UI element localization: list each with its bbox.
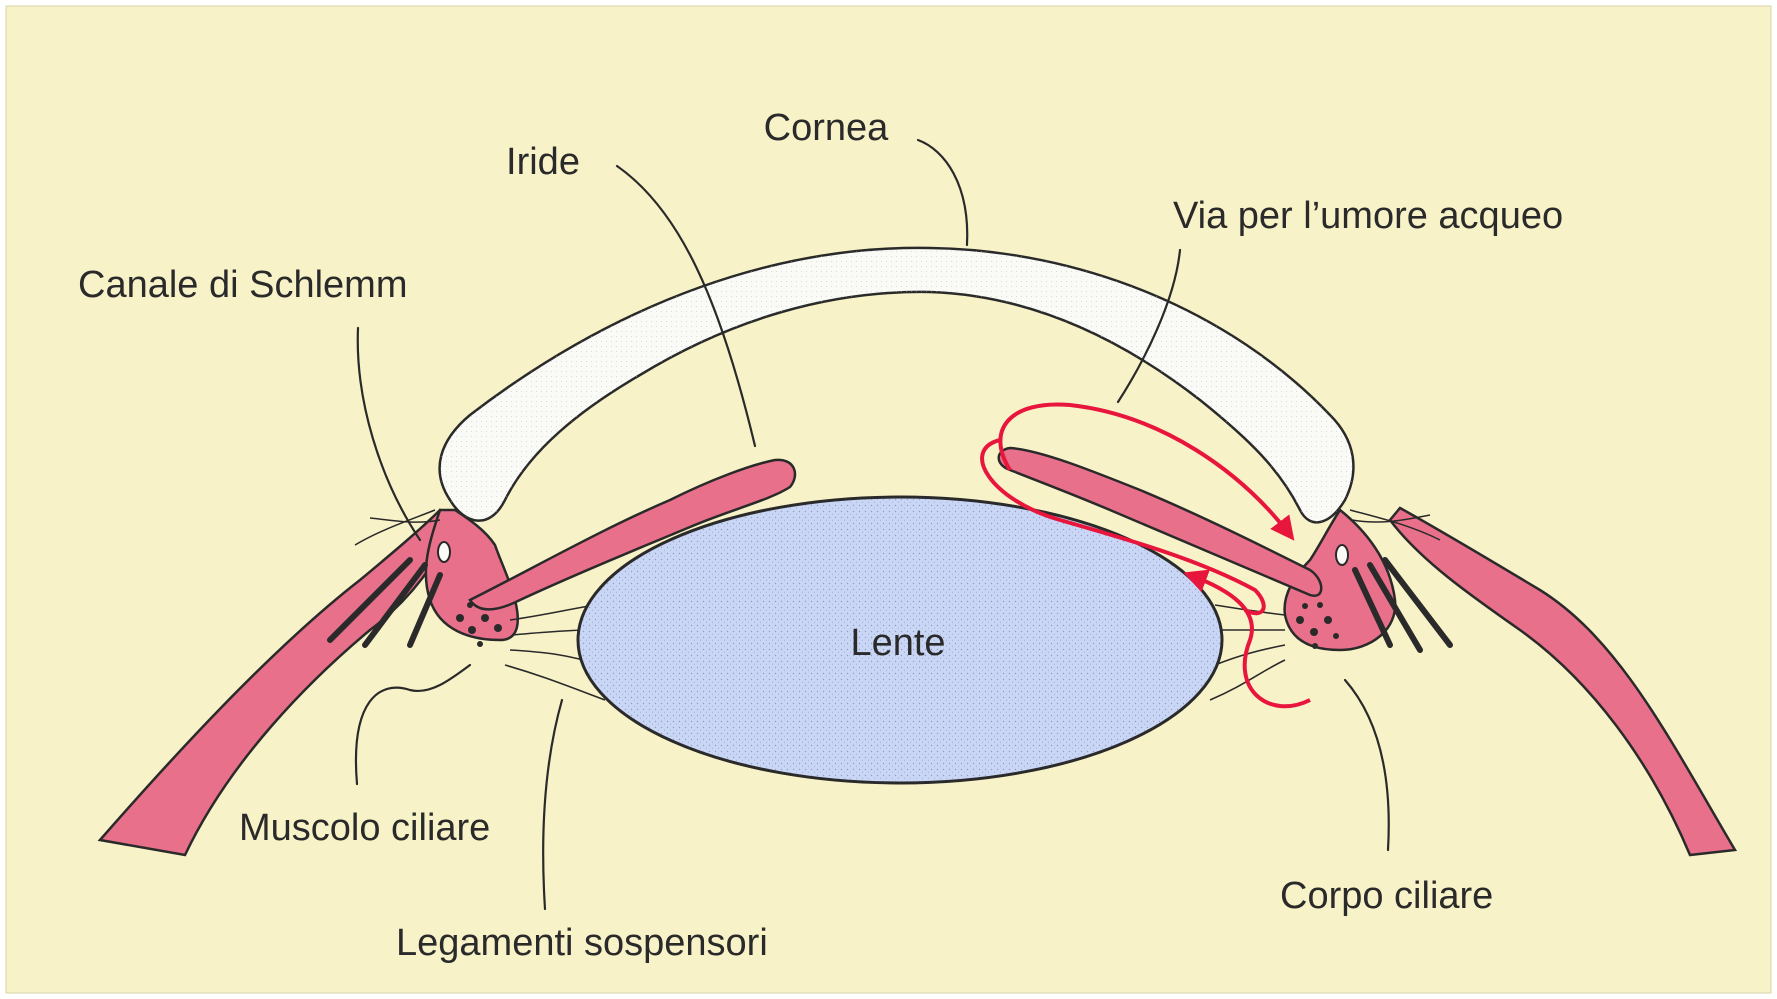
label-iride: Iride	[506, 141, 580, 183]
label-lente: Lente	[850, 622, 945, 664]
schlemm-canal-right	[1336, 545, 1348, 565]
label-canale-schlemm: Canale di Schlemm	[78, 264, 407, 306]
label-muscolo-ciliare: Muscolo ciliare	[239, 807, 490, 849]
label-legamenti-sospensori: Legamenti sospensori	[396, 922, 768, 964]
label-corpo-ciliare: Corpo ciliare	[1280, 875, 1493, 917]
label-via-umore: Via per l’umore acqueo	[1173, 195, 1563, 237]
schlemm-canal-left	[438, 542, 450, 562]
label-cornea: Cornea	[764, 107, 889, 149]
